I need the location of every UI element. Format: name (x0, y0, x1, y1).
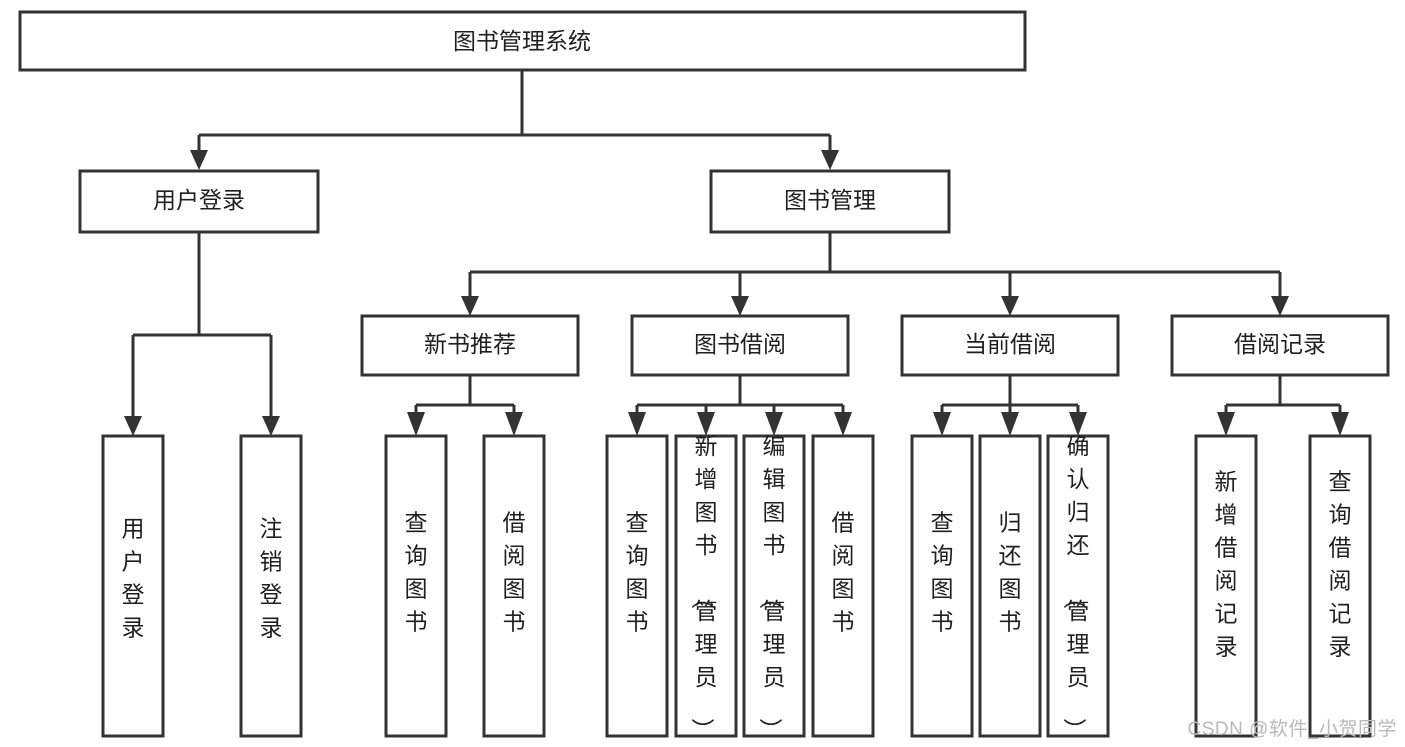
connector-group-book-borrow (628, 375, 852, 436)
node-leaf-query-book-3-box[interactable] (910, 434, 974, 738)
node-leaf-user-login-label: 用户登录 (122, 516, 145, 641)
connector-group-borrow-record (1217, 375, 1349, 436)
node-user-login-box[interactable] (78, 169, 320, 234)
arrow-head-new-book-recommend (461, 296, 479, 316)
connector-group-root (190, 70, 839, 170)
node-leaf-return-book[interactable]: 归还图书 (978, 434, 1042, 738)
node-leaf-borrow-book-2-label: 借阅图书 (832, 510, 855, 635)
node-new-book-recommend-label: 新书推荐 (424, 331, 516, 357)
arrow-head-book-borrow (731, 296, 749, 316)
node-leaf-borrow-book-1[interactable]: 借阅图书 (482, 434, 546, 738)
node-leaf-borrow-book-1-box[interactable] (482, 434, 546, 738)
node-leaf-edit-book[interactable]: 编辑图书（管理员） (742, 433, 806, 741)
node-leaf-query-record[interactable]: 查询借阅记录 (1308, 434, 1372, 738)
arrow-head-leaf-edit-book (765, 412, 783, 436)
node-leaf-return-book-label: 归还图书 (999, 510, 1022, 635)
node-leaf-query-book-3-label: 查询图书 (931, 510, 954, 635)
node-leaf-query-record-label: 查询借阅记录 (1329, 469, 1352, 660)
node-leaf-query-book-2-label: 查询图书 (626, 510, 649, 635)
node-leaf-user-login-box[interactable] (101, 434, 165, 738)
node-leaf-edit-book-label: 编辑图书（管理员） (758, 433, 786, 741)
node-leaf-add-book-label: 新增图书（管理员） (690, 433, 718, 741)
node-borrow-record[interactable]: 借阅记录 (1170, 314, 1390, 377)
arrow-head-leaf-query-book-1 (407, 412, 425, 436)
node-book-borrow-box[interactable] (630, 314, 850, 377)
connector-group-book-manage (461, 232, 1289, 316)
node-book-borrow-label: 图书借阅 (694, 331, 786, 357)
node-new-book-recommend[interactable]: 新书推荐 (360, 314, 580, 377)
node-current-borrow[interactable]: 当前借阅 (900, 314, 1120, 377)
csdn-watermark: CSDN @软件_小贺同学 (1187, 719, 1397, 740)
node-leaf-user-login[interactable]: 用户登录 (101, 434, 165, 738)
arrow-head-leaf-query-book-2 (628, 412, 646, 436)
arrow-head-book-manage (821, 150, 839, 170)
node-leaf-query-book-1[interactable]: 查询图书 (384, 434, 448, 738)
node-leaf-logout-login-label: 注销登录 (260, 516, 283, 641)
node-leaf-borrow-book-2-box[interactable] (811, 434, 875, 738)
arrow-head-borrow-record (1271, 296, 1289, 316)
node-leaf-edit-book-box[interactable] (742, 434, 806, 738)
arrow-head-user-login (190, 150, 208, 170)
node-leaf-add-record-label: 新增借阅记录 (1215, 469, 1238, 660)
arrow-head-leaf-query-book-3 (933, 412, 951, 436)
node-leaf-add-book-box[interactable] (674, 434, 738, 738)
node-leaf-query-book-2-box[interactable] (605, 434, 669, 738)
node-user-login[interactable]: 用户登录 (78, 169, 320, 234)
node-root-label: 图书管理系统 (453, 28, 591, 54)
node-book-manage[interactable]: 图书管理 (709, 169, 951, 234)
node-leaf-logout-login[interactable]: 注销登录 (239, 434, 303, 738)
node-borrow-record-label: 借阅记录 (1234, 331, 1326, 357)
node-leaf-query-book-1-label: 查询图书 (405, 510, 428, 635)
connector-group-user-login (124, 232, 280, 436)
node-book-manage-label: 图书管理 (784, 187, 876, 213)
node-leaf-query-book-3[interactable]: 查询图书 (910, 434, 974, 738)
node-root[interactable]: 图书管理系统 (18, 10, 1027, 72)
connector-group-current-borrow (933, 375, 1087, 436)
node-leaf-query-book-2[interactable]: 查询图书 (605, 434, 669, 738)
connector-group-new-book-recommend (407, 375, 523, 436)
node-leaf-add-book[interactable]: 新增图书（管理员） (674, 433, 738, 741)
node-leaf-return-book-box[interactable] (978, 434, 1042, 738)
arrow-head-leaf-borrow-book-2 (834, 412, 852, 436)
node-book-manage-box[interactable] (709, 169, 951, 234)
node-leaf-query-book-1-box[interactable] (384, 434, 448, 738)
node-current-borrow-label: 当前借阅 (964, 331, 1056, 357)
arrow-head-leaf-query-record (1331, 412, 1349, 436)
arrow-head-leaf-add-record (1217, 412, 1235, 436)
arrow-head-leaf-logout-login (262, 416, 280, 436)
node-leaf-borrow-book-1-label: 借阅图书 (503, 510, 526, 635)
node-borrow-record-box[interactable] (1170, 314, 1390, 377)
arrow-head-leaf-add-book (697, 412, 715, 436)
node-book-borrow[interactable]: 图书借阅 (630, 314, 850, 377)
node-leaf-query-record-box[interactable] (1308, 434, 1372, 738)
node-leaf-confirm-return-box[interactable] (1046, 434, 1110, 738)
node-leaf-borrow-book-2[interactable]: 借阅图书 (811, 434, 875, 738)
arrow-head-leaf-confirm-return (1069, 412, 1087, 436)
node-leaf-confirm-return[interactable]: 确认归还（管理员） (1046, 433, 1110, 741)
arrow-head-leaf-return-book (1001, 412, 1019, 436)
node-leaf-add-record-box[interactable] (1194, 434, 1258, 738)
arrow-head-leaf-user-login (124, 416, 142, 436)
node-root-box[interactable] (18, 10, 1027, 72)
node-user-login-label: 用户登录 (153, 187, 245, 213)
node-leaf-confirm-return-label: 确认归还（管理员） (1062, 433, 1090, 741)
node-new-book-recommend-box[interactable] (360, 314, 580, 377)
node-leaf-add-record[interactable]: 新增借阅记录 (1194, 434, 1258, 738)
node-current-borrow-box[interactable] (900, 314, 1120, 377)
node-leaf-logout-login-box[interactable] (239, 434, 303, 738)
arrow-head-leaf-borrow-book-1 (505, 412, 523, 436)
arrow-head-current-borrow (1001, 296, 1019, 316)
